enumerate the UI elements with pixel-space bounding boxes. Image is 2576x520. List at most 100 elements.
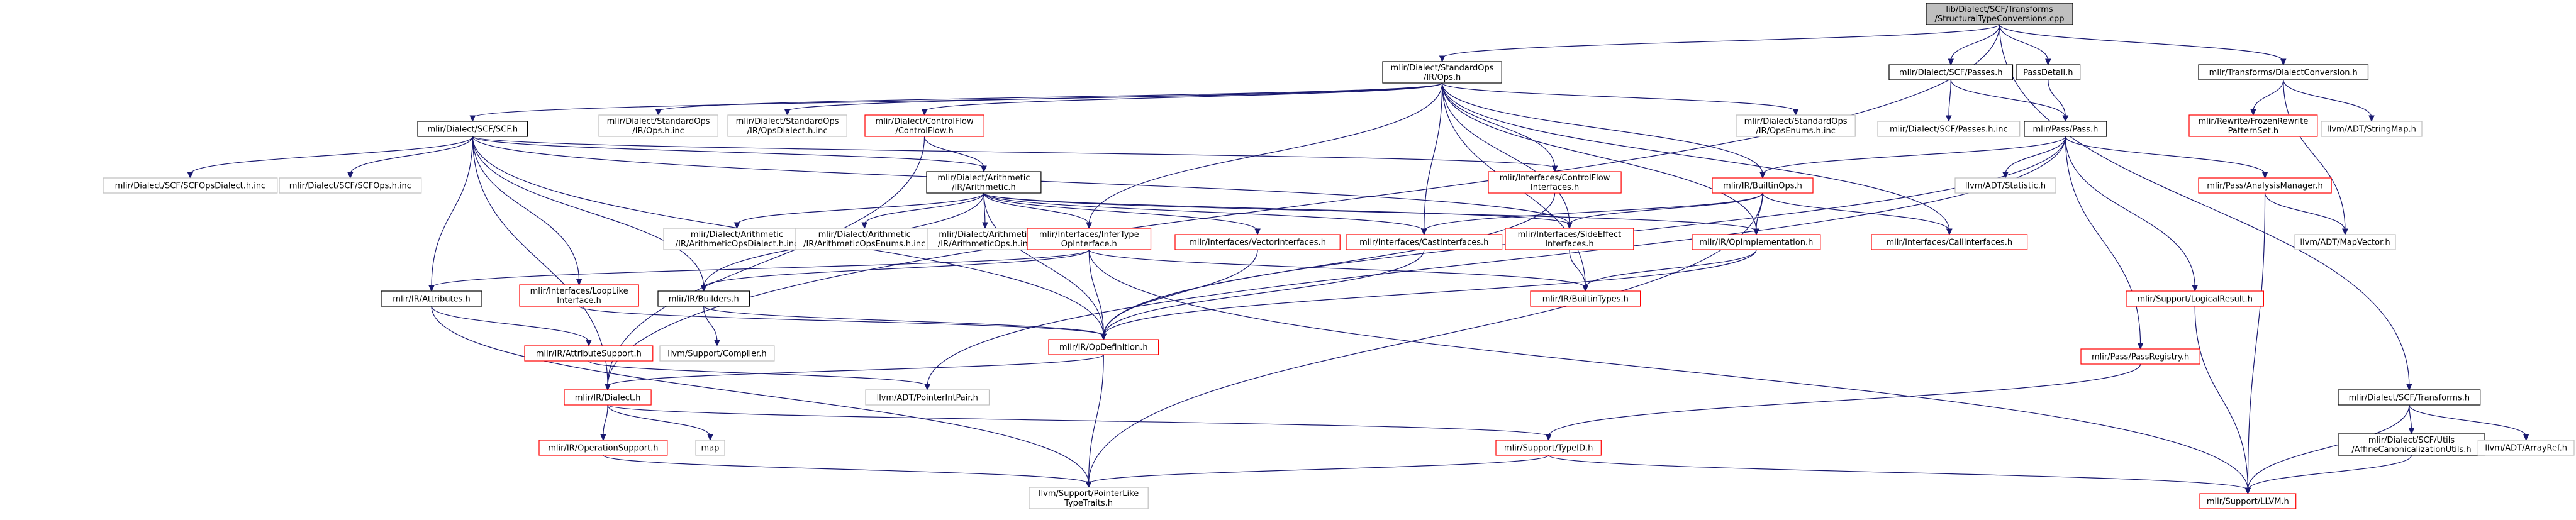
- node-label: /IR/Ops.h.inc: [632, 126, 684, 136]
- node-typeid[interactable]: mlir/Support/TypeID.h: [1495, 440, 1602, 456]
- node-castif[interactable]: mlir/Interfaces/CastInterfaces.h: [1346, 234, 1503, 250]
- node-scftransforms[interactable]: mlir/Dialect/SCF/Transforms.h: [2338, 389, 2481, 406]
- node-callif[interactable]: mlir/Interfaces/CallInterfaces.h: [1871, 234, 2028, 250]
- node-dialect[interactable]: mlir/IR/Dialect.h: [564, 389, 652, 406]
- node-label: OpInterface.h: [1061, 240, 1117, 249]
- node-label: /ControlFlow.h: [895, 126, 953, 136]
- node-label: /IR/ArithmeticOpsEnums.h.inc: [803, 240, 925, 249]
- edge-stdops-to-cfinterfaces: [1442, 82, 1558, 173]
- edge-castif-to-opdef: [1100, 249, 1425, 341]
- node-box: [2080, 348, 2200, 365]
- node-stringmap[interactable]: llvm/ADT/StringMap.h: [2321, 121, 2423, 137]
- node-llvmh[interactable]: mlir/Support/LLVM.h: [2199, 493, 2297, 509]
- node-arith[interactable]: mlir/Dialect/Arithmetic/IR/Arithmetic.h: [926, 171, 1042, 194]
- edge-infertype-to-builtintypes: [1088, 249, 1589, 292]
- node-vectorif[interactable]: mlir/Interfaces/VectorInterfaces.h: [1174, 234, 1341, 250]
- edge-root-to-dialectconv: [1999, 24, 2287, 66]
- node-stdopsdialectinc[interactable]: mlir/Dialect/StandardOps/IR/OpsDialect.h…: [727, 114, 847, 137]
- node-dialectconv[interactable]: mlir/Transforms/DialectConversion.h: [2198, 64, 2369, 80]
- edge-scfh-to-attributes: [428, 136, 473, 292]
- edge-builtinops-to-sideeffect: [1566, 192, 1763, 230]
- node-label: Interface.h: [557, 296, 601, 306]
- node-box: [1954, 177, 2056, 194]
- edge-stdops-to-stdopsinc: [655, 82, 1443, 116]
- node-box: [1488, 171, 1622, 194]
- node-label: mlir/IR/OpImplementation.h: [1699, 238, 1813, 248]
- node-label: mlir/IR/OpDefinition.h: [1059, 343, 1148, 353]
- node-box: [1495, 440, 1602, 456]
- node-label: mlir/Interfaces/InferType: [1039, 230, 1139, 240]
- node-label: llvm/ADT/Statistic.h: [1965, 182, 2046, 191]
- node-box: [2126, 290, 2264, 307]
- node-label: mlir/Dialect/SCF/SCFOps.h.inc: [289, 182, 411, 191]
- node-opimpl[interactable]: mlir/IR/OpImplementation.h: [1692, 234, 1821, 250]
- node-opsupport[interactable]: mlir/IR/OperationSupport.h: [538, 440, 668, 456]
- node-box: [538, 440, 668, 456]
- node-builders[interactable]: mlir/IR/Builders.h: [657, 290, 750, 307]
- node-label: /IR/OpsEnums.h.inc: [1756, 126, 1836, 136]
- node-compiler[interactable]: llvm/Support/Compiler.h: [659, 345, 775, 362]
- node-stdopsenumsinc[interactable]: mlir/Dialect/StandardOps/IR/OpsEnums.h.i…: [1736, 114, 1856, 137]
- edge-scfpasses-to-scfpassesinc: [1946, 79, 1952, 123]
- node-arithdialectinc[interactable]: mlir/Dialect/Arithmetic/IR/ArithmeticOps…: [663, 228, 811, 250]
- node-scfopsinc[interactable]: mlir/Dialect/SCF/SCFOps.h.inc: [279, 177, 422, 194]
- node-scfpasses[interactable]: mlir/Dialect/SCF/Passes.h: [1888, 64, 2014, 80]
- node-box: [1712, 177, 1814, 194]
- node-label: /IR/OpsDialect.h.inc: [747, 126, 828, 136]
- node-box: [657, 290, 750, 307]
- node-stdopsinc[interactable]: mlir/Dialect/StandardOps/IR/Ops.h.inc: [598, 114, 718, 137]
- node-passpass[interactable]: mlir/Pass/Pass.h: [2024, 121, 2107, 137]
- node-arrayref[interactable]: llvm/ADT/ArrayRef.h: [2477, 440, 2575, 456]
- edge-vectorif-to-opdef: [1100, 249, 1258, 341]
- node-scfopsdialectinc[interactable]: mlir/Dialect/SCF/SCFOpsDialect.h.inc: [103, 177, 278, 194]
- node-builtintypes[interactable]: mlir/IR/BuiltinTypes.h: [1530, 290, 1641, 307]
- node-attributes[interactable]: mlir/IR/Attributes.h: [381, 290, 482, 307]
- edge-dialect-to-typeid: [607, 404, 1552, 441]
- node-analysismgr[interactable]: mlir/Pass/AnalysisManager.h: [2198, 177, 2332, 194]
- node-builtinops[interactable]: mlir/IR/BuiltinOps.h: [1712, 177, 1814, 194]
- node-opdef[interactable]: mlir/IR/OpDefinition.h: [1048, 339, 1159, 355]
- node-pointerintpair[interactable]: llvm/ADT/PointerIntPair.h: [865, 389, 990, 406]
- edge-passpass-to-passregistry: [2065, 136, 2144, 350]
- node-box: [2477, 440, 2575, 456]
- edge-root-to-stdops: [1439, 24, 2000, 63]
- node-mapvector[interactable]: llvm/ADT/MapVector.h: [2294, 234, 2396, 250]
- node-passregistry[interactable]: mlir/Pass/PassRegistry.h: [2080, 348, 2200, 365]
- node-arithenumsinc[interactable]: mlir/Dialect/Arithmetic/IR/ArithmeticOps…: [795, 228, 934, 250]
- node-label: llvm/ADT/MapVector.h: [2300, 238, 2390, 248]
- node-label: mlir/IR/OperationSupport.h: [548, 444, 658, 453]
- node-label: mlir/Dialect/SCF/Passes.h.inc: [1890, 125, 2008, 135]
- node-box: [524, 345, 654, 362]
- node-label: mlir/Dialect/StandardOps: [736, 117, 839, 126]
- node-label: mlir/Dialect/Arithmetic: [818, 230, 911, 240]
- node-scfh[interactable]: mlir/Dialect/SCF/SCF.h: [417, 121, 528, 137]
- edge-dialect-to-map: [607, 404, 713, 441]
- node-statistic[interactable]: llvm/ADT/Statistic.h: [1954, 177, 2056, 194]
- node-arithopsinc[interactable]: mlir/Dialect/Arithmetic/IR/ArithmeticOps…: [927, 228, 1043, 250]
- edge-stdops-to-infertype: [1086, 82, 1443, 230]
- node-scfpassesinc[interactable]: mlir/Dialect/SCF/Passes.h.inc: [1877, 121, 2021, 137]
- node-box: [1029, 487, 1149, 509]
- node-passdetail[interactable]: PassDetail.h: [2016, 64, 2081, 80]
- node-logicalresult[interactable]: mlir/Support/LogicalResult.h: [2126, 290, 2264, 307]
- edge-stdops-to-stdopsenumsinc: [1442, 82, 1799, 116]
- node-box: [2188, 114, 2318, 137]
- edge-affinecanon-to-llvmh: [2244, 455, 2412, 495]
- node-map[interactable]: map: [695, 440, 725, 456]
- node-box: [1888, 64, 2014, 80]
- node-label: mlir/Support/TypeID.h: [1504, 444, 1593, 453]
- node-attrsupport[interactable]: mlir/IR/AttributeSupport.h: [524, 345, 654, 362]
- node-box: [1174, 234, 1341, 250]
- edge-attributes-to-pointerlike: [431, 306, 1092, 489]
- edge-dialectconv-to-mapvector: [2283, 79, 2348, 236]
- node-controlflow[interactable]: mlir/Dialect/ControlFlow/ControlFlow.h: [864, 114, 984, 137]
- node-stdops[interactable]: mlir/Dialect/StandardOps/IR/Ops.h: [1382, 61, 1502, 84]
- node-affinecanon[interactable]: mlir/Dialect/SCF/Utils/AffineCanonicaliz…: [2338, 433, 2485, 456]
- node-label: /IR/Ops.h: [1424, 73, 1461, 82]
